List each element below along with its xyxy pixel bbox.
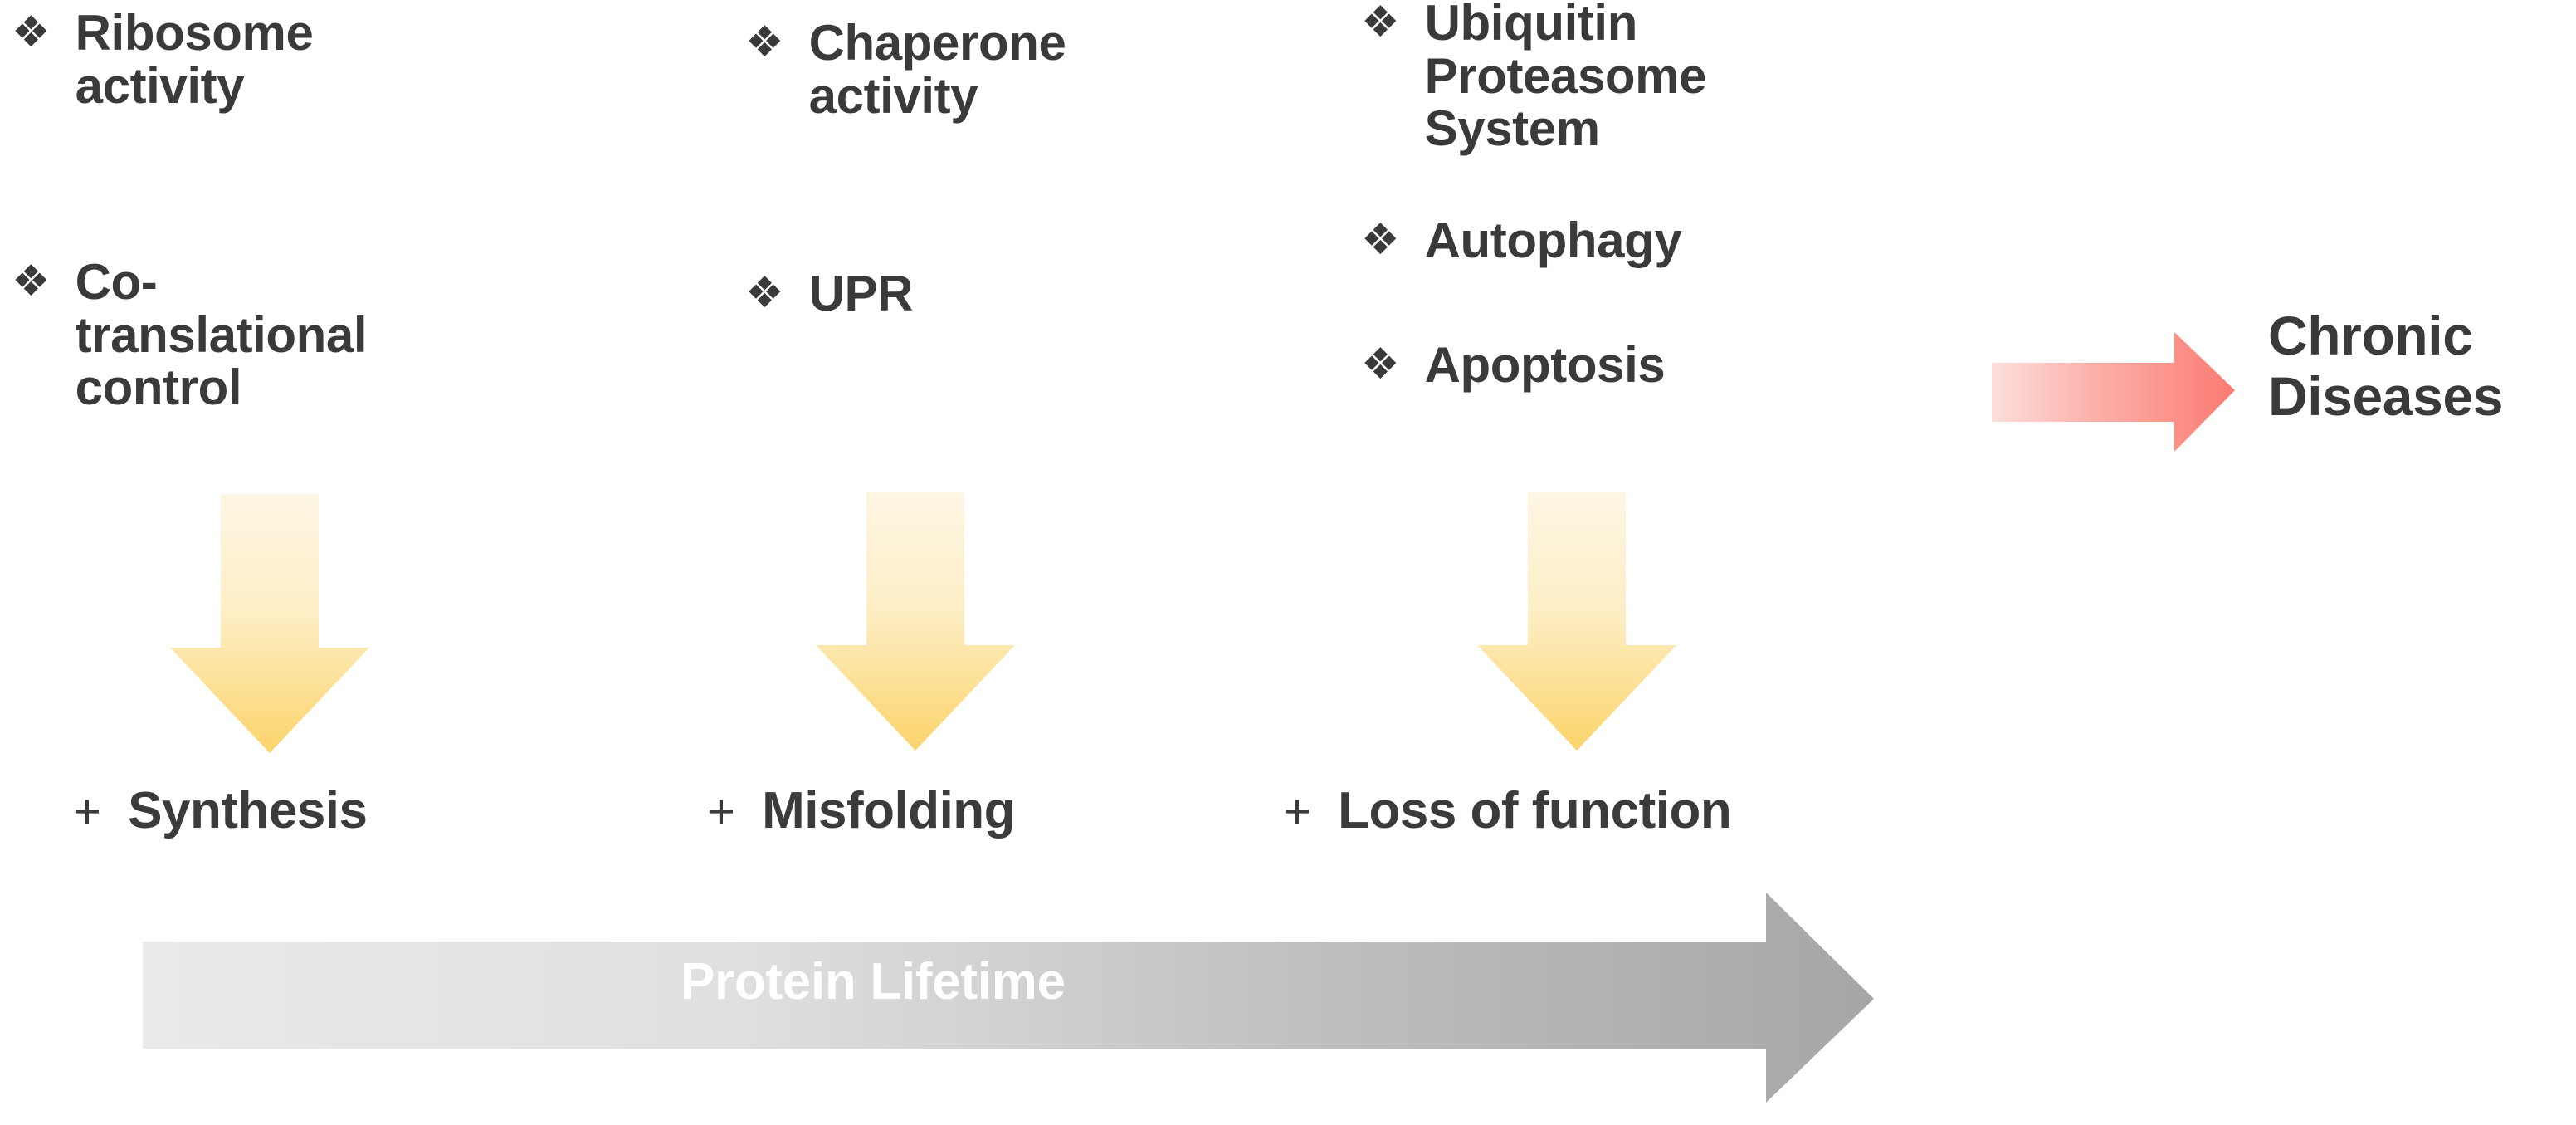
bullet-item-label: Ubiquitin Proteasome System (1424, 0, 1707, 157)
stage-caption-label: Synthesis (128, 782, 368, 839)
stage-caption-label: Misfolding (762, 782, 1016, 839)
down-arrow-misfolding (816, 492, 1015, 751)
four-diamond-bullet-icon: ❖ (12, 257, 51, 306)
four-diamond-bullet-icon: ❖ (1361, 0, 1400, 47)
bullet-item-label: Ribosome activity (75, 5, 314, 114)
stage-caption-label: Loss of function (1338, 782, 1732, 839)
bullet-item-label: Chaperone activity (808, 15, 1066, 124)
bullet-item-label: Co-translational control (75, 254, 368, 416)
stage-plus-sign: + (1283, 785, 1339, 839)
four-diamond-bullet-icon: ❖ (745, 268, 784, 318)
bullet-item-upr: ❖ UPR (745, 266, 914, 321)
bullet-item-autophagy: ❖ Autophagy (1361, 213, 1682, 268)
stage-plus-sign: + (707, 785, 763, 839)
protein-lifetime-label: Protein Lifetime (681, 953, 1066, 1010)
stage-caption-misfolding: + Misfolding (707, 782, 1016, 839)
four-diamond-bullet-icon: ❖ (1361, 340, 1400, 389)
bullet-item-ubiquitin-proteasome-system: ❖ Ubiquitin Proteasome System (1361, 0, 1707, 157)
four-diamond-bullet-icon: ❖ (745, 17, 784, 67)
bullet-item-chaperone-activity: ❖ Chaperone activity (745, 17, 1066, 122)
stage-caption-synthesis: + Synthesis (73, 785, 368, 837)
bullet-item-label: Autophagy (1424, 213, 1682, 268)
stage-plus-sign: + (73, 785, 129, 839)
protein-lifetime-arrow (143, 893, 1874, 1103)
down-arrow-loss-of-function (1477, 492, 1676, 751)
bullet-item-label: Apoptosis (1424, 337, 1666, 393)
right-arrow-outcome (1992, 332, 2235, 452)
bullet-item-label: UPR (808, 266, 914, 321)
down-arrow-synthesis (170, 494, 369, 753)
four-diamond-bullet-icon: ❖ (12, 7, 51, 57)
four-diamond-bullet-icon: ❖ (1361, 215, 1400, 265)
outcome-label: Chronic Diseases (2268, 305, 2504, 427)
bullet-item-co-translational-control: ❖ Co-translational control (12, 254, 368, 416)
bullet-item-ribosome-activity: ❖ Ribosome activity (12, 5, 314, 114)
stage-caption-loss-of-function: + Loss of function (1283, 782, 1732, 839)
bullet-item-apoptosis: ❖ Apoptosis (1361, 337, 1666, 393)
